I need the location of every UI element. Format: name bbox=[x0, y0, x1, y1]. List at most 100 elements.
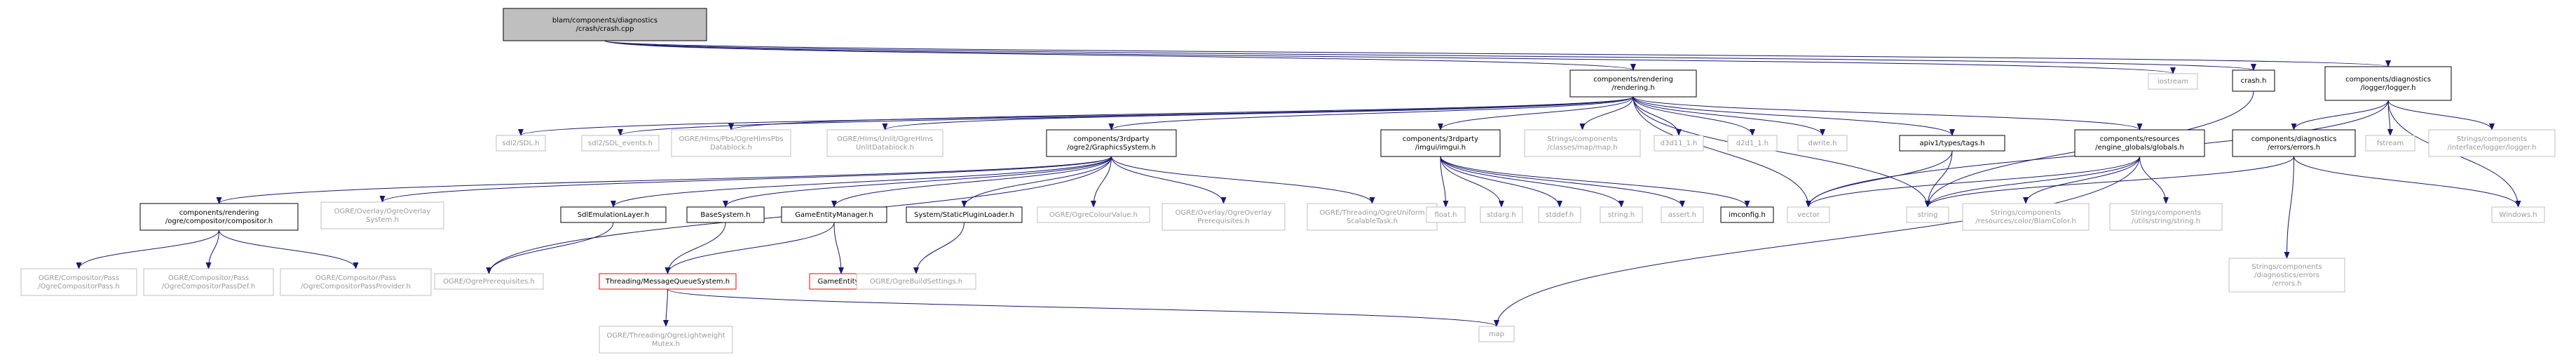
node-sdl-label: sdl2/SDL.h bbox=[502, 140, 539, 147]
node-vector-label: vector bbox=[1797, 211, 1820, 219]
node-passdef[interactable]: OGRE/Compositor/Pass/OgreCompositorPassD… bbox=[143, 268, 274, 296]
node-passdef-label: /OgreCompositorPassDef.h bbox=[162, 283, 255, 291]
node-uniformtask-label: ScalableTask.h bbox=[1347, 218, 1398, 225]
node-strmap[interactable]: Strings/components/classes/map/map.h bbox=[1524, 129, 1641, 157]
node-imgui[interactable]: components/3rdparty/imgui/imgui.h bbox=[1380, 129, 1501, 157]
node-string_h[interactable]: string.h bbox=[1600, 206, 1643, 223]
node-blamcolor-label: /resources/color/BlamColor.h bbox=[1975, 218, 2076, 225]
node-assert[interactable]: assert.h bbox=[1661, 206, 1704, 223]
node-dwrite-box bbox=[1797, 135, 1848, 152]
node-dwrite-label: dwrite.h bbox=[1808, 140, 1836, 147]
node-strstring[interactable]: Strings/components/utils/string/string.h bbox=[2109, 203, 2223, 231]
node-overlaysystem-box bbox=[320, 201, 444, 229]
node-strmap-label: Strings/components bbox=[1547, 135, 1617, 143]
node-vector[interactable]: vector bbox=[1787, 206, 1830, 223]
edge-gem-to-gameentity bbox=[833, 222, 844, 274]
node-sdl[interactable]: sdl2/SDL.h bbox=[496, 135, 546, 152]
node-strlogger[interactable]: Strings/components/interface/logger/logg… bbox=[2428, 129, 2556, 157]
node-imconfig[interactable]: imconfig.h bbox=[1720, 206, 1774, 223]
node-rendering[interactable]: components/rendering/rendering.h bbox=[1569, 69, 1697, 98]
node-passprov-label: OGRE/Compositor/Pass bbox=[315, 274, 396, 282]
node-imgui-box bbox=[1380, 129, 1501, 157]
node-tags[interactable]: apiv1/types/tags.h bbox=[1899, 135, 2005, 152]
include-nodes: blam/components/diagnostics/crash/crash.… bbox=[20, 8, 2556, 354]
node-d2d1[interactable]: d2d1_1.h bbox=[1727, 135, 1778, 152]
node-d3d11[interactable]: d3d11_1.h bbox=[1654, 135, 1704, 152]
node-sdlemu[interactable]: SdlEmulationLayer.h bbox=[560, 206, 667, 223]
node-ogreprereq-label: OGRE/OgrePrerequisites.h bbox=[443, 278, 535, 286]
node-string[interactable]: string bbox=[1906, 206, 1949, 223]
node-colourvalue[interactable]: OGRE/OgreColourValue.h bbox=[1037, 206, 1150, 223]
node-ogreprereq[interactable]: OGRE/OgrePrerequisites.h bbox=[434, 273, 544, 290]
edge-imgui-to-stdarg bbox=[1440, 156, 1504, 208]
node-basesystem[interactable]: BaseSystem.h bbox=[686, 206, 765, 223]
node-windows[interactable]: Windows.h bbox=[2491, 206, 2545, 223]
node-passprov[interactable]: OGRE/Compositor/Pass/OgreCompositorPassP… bbox=[280, 268, 432, 296]
edge-rendering-to-graphicssystem bbox=[1108, 96, 1634, 131]
node-crash-label: blam/components/diagnostics bbox=[552, 17, 657, 25]
edge-mqs-to-mutex bbox=[663, 288, 669, 327]
node-float-label: float.h bbox=[1435, 211, 1457, 219]
node-iostream[interactable]: iostream bbox=[2148, 73, 2198, 90]
node-crash_h[interactable]: crash.h bbox=[2232, 69, 2275, 92]
node-stddef[interactable]: stddef.h bbox=[1538, 206, 1581, 223]
node-stdarg[interactable]: stdarg.h bbox=[1480, 206, 1523, 223]
node-sdlemu-box bbox=[560, 206, 667, 223]
edge-compositor-to-passprov bbox=[219, 229, 359, 269]
node-blamcolor[interactable]: Strings/components/resources/color/BlamC… bbox=[1962, 203, 2090, 231]
node-mqs[interactable]: Threading/MessageQueueSystem.h bbox=[599, 273, 737, 290]
node-buildsettings[interactable]: OGRE/OgreBuildSettings.h bbox=[856, 273, 976, 290]
node-map-box bbox=[1478, 326, 1515, 342]
node-engine_globals-label: /engine_globals/globals.h bbox=[2095, 144, 2184, 152]
node-graphicssystem[interactable]: components/3rdparty/ogre2/GraphicsSystem… bbox=[1046, 129, 1177, 157]
node-map[interactable]: map bbox=[1478, 326, 1515, 342]
node-string-box bbox=[1906, 206, 1949, 223]
edge-rendering-to-hlmsunlit bbox=[882, 96, 1634, 131]
edge-imgui-to-imconfig bbox=[1440, 156, 1750, 208]
edge-graphicssystem-to-overlaysystem bbox=[379, 156, 1112, 203]
node-strerrors[interactable]: Strings/components/diagnostics/errors/er… bbox=[2228, 258, 2345, 293]
node-imconfig-box bbox=[1720, 206, 1774, 223]
node-pass[interactable]: OGRE/Compositor/Pass/OgreCompositorPass.… bbox=[20, 268, 137, 296]
edge-crash-to-crash_h bbox=[604, 40, 2256, 71]
node-engine_globals[interactable]: components/resources/engine_globals/glob… bbox=[2074, 129, 2205, 157]
node-passdef-box bbox=[143, 268, 274, 296]
node-staticplugin[interactable]: System/StaticPluginLoader.h bbox=[906, 206, 1023, 223]
node-mutex-label: Mutex.h bbox=[652, 340, 680, 348]
node-strlogger-label: /interface/logger/logger.h bbox=[2447, 144, 2536, 152]
edge-rendering-to-imgui bbox=[1438, 96, 1634, 131]
node-vector-box bbox=[1787, 206, 1830, 223]
node-crash[interactable]: blam/components/diagnostics/crash/crash.… bbox=[503, 8, 707, 41]
node-logger[interactable]: components/diagnostics/logger/logger.h bbox=[2324, 66, 2452, 101]
node-gem[interactable]: GameEntityManager.h bbox=[781, 206, 887, 223]
node-errors[interactable]: components/diagnostics/errors/errors.h bbox=[2232, 129, 2356, 157]
node-hlmspbs-label: Datablock.h bbox=[710, 144, 752, 152]
node-strmap-label: /classes/map/map.h bbox=[1547, 144, 1617, 152]
node-fstream[interactable]: fstream bbox=[2365, 135, 2415, 152]
edge-staticplugin-to-buildsettings bbox=[913, 222, 965, 274]
edge-graphicssystem-to-compositor bbox=[216, 156, 1112, 204]
node-errors-label: /errors/errors.h bbox=[2268, 144, 2320, 152]
node-sdl_events[interactable]: sdl2/SDL_events.h bbox=[581, 135, 660, 152]
include-edges bbox=[76, 40, 2521, 327]
node-hlmsunlit-label: UnlitDatablock.h bbox=[856, 144, 914, 152]
node-compositor[interactable]: components/rendering/ogre/compositor/com… bbox=[139, 203, 299, 231]
node-float[interactable]: float.h bbox=[1426, 206, 1466, 223]
node-tags-box bbox=[1899, 135, 2005, 152]
node-basesystem-box bbox=[686, 206, 765, 223]
edge-gem-to-mqs bbox=[665, 222, 835, 274]
node-mqs-label: Threading/MessageQueueSystem.h bbox=[605, 278, 730, 286]
edge-crash-to-iostream bbox=[604, 40, 2176, 74]
node-dwrite[interactable]: dwrite.h bbox=[1797, 135, 1848, 152]
node-logger-box bbox=[2324, 66, 2452, 101]
edge-graphicssystem-to-staticplugin bbox=[961, 156, 1112, 208]
node-strerrors-label: /diagnostics/errors bbox=[2254, 272, 2319, 279]
node-d2d1-label: d2d1_1.h bbox=[1736, 140, 1769, 147]
edge-engine_globals-to-vector bbox=[1806, 156, 2140, 208]
